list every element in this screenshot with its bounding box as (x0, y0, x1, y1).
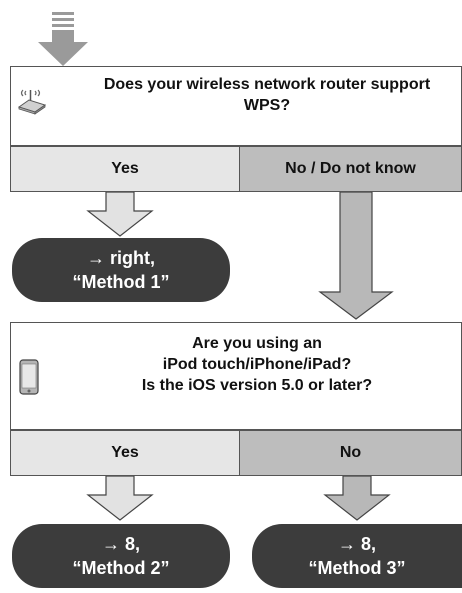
question-1-line-1: Does your wireless network router suppor… (103, 76, 431, 93)
result-method-2: → 8, “Method 2” (12, 524, 230, 588)
result-3-line-2: “Method 3” (308, 558, 406, 578)
result-1-line-1: → right, (87, 248, 155, 268)
question-1-line-2: WPS? (243, 97, 291, 114)
arrow-q1-no (318, 191, 394, 320)
result-3-line-1: → 8, (337, 534, 376, 554)
arrow-q2-yes (86, 475, 154, 521)
entry-arrow (38, 12, 88, 66)
question-2-line-3: Is the iOS version 5.0 or later? (141, 377, 373, 394)
result-2-line-1: → 8, (101, 534, 140, 554)
question-1-no-option: No / Do not know (239, 146, 462, 192)
result-method-3: → 8, “Method 3” (252, 524, 462, 588)
result-1-line-2: “Method 1” (72, 272, 170, 292)
question-2-no-option: No (239, 430, 462, 476)
arrow-q2-no (323, 475, 391, 521)
question-2-line-1: Are you using an (192, 335, 322, 352)
result-2-line-2: “Method 2” (72, 558, 170, 578)
question-1-box: Does your wireless network router suppor… (10, 66, 462, 146)
question-1-yes-option: Yes (10, 146, 240, 192)
question-2-box: Are you using an iPod touch/iPhone/iPad?… (10, 322, 462, 430)
question-2-line-2: iPod touch/iPhone/iPad? (162, 356, 352, 373)
smartphone-icon (19, 359, 39, 395)
question-2-yes-option: Yes (10, 430, 240, 476)
wireless-router-icon (17, 85, 47, 115)
result-method-1: → right, “Method 1” (12, 238, 230, 302)
arrow-q1-yes (86, 191, 154, 237)
